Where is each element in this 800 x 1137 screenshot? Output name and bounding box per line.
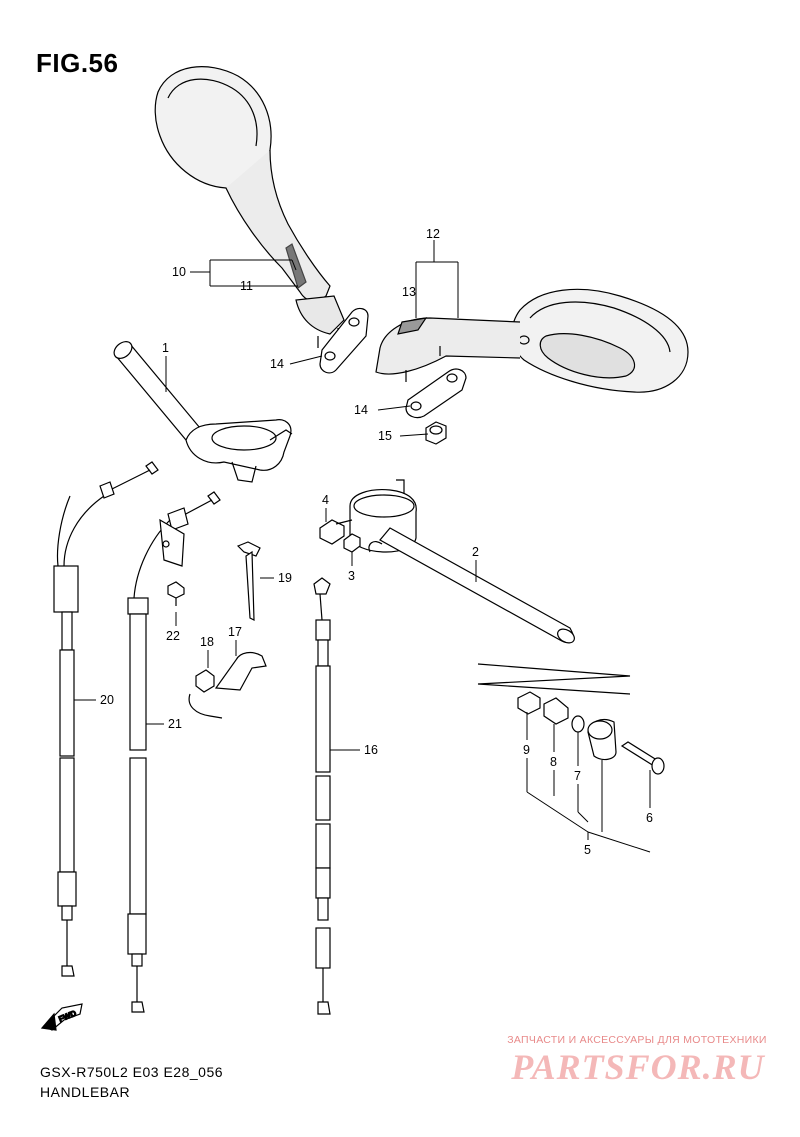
mirror-bracket-left	[319, 307, 369, 374]
washer-3	[343, 533, 361, 553]
washer-7	[571, 715, 585, 733]
callout-9: 9	[523, 743, 530, 757]
callout-15: 15	[378, 429, 392, 443]
callout-18: 18	[200, 635, 214, 649]
clutch-cable-16	[313, 577, 331, 1015]
bracket-17	[188, 651, 267, 719]
fwd-arrow-icon: FWD	[40, 1003, 83, 1031]
callout-7: 7	[574, 769, 581, 783]
callout-6: 6	[646, 811, 653, 825]
leader-lines	[74, 240, 651, 853]
throttle-cable-21	[127, 491, 221, 1013]
callout-4: 4	[322, 493, 329, 507]
callout-14a: 14	[270, 357, 284, 371]
callout-14b: 14	[354, 403, 368, 417]
callout-2: 2	[472, 545, 479, 559]
callout-12: 12	[426, 227, 440, 241]
cable-clamp-19	[236, 541, 261, 621]
callout-5: 5	[584, 843, 591, 857]
callout-22: 22	[166, 629, 180, 643]
callout-11: 11	[240, 279, 253, 293]
bar-end-nut-9	[517, 691, 541, 715]
spacer-8	[543, 697, 569, 725]
callout-19: 19	[278, 571, 292, 585]
callout-8: 8	[550, 755, 557, 769]
mirror-bracket-right	[405, 368, 467, 419]
model-code: GSX-R750L2 E03 E28_056	[40, 1064, 224, 1080]
watermark-caption: ЗАПЧАСТИ И АКСЕССУАРЫ ДЛЯ МОТОТЕХНИКИ	[507, 1034, 767, 1046]
bolt-22	[167, 581, 185, 606]
callout-1: 1	[162, 341, 169, 355]
callout-13: 13	[402, 285, 416, 299]
figure-title: FIG.56	[36, 48, 119, 78]
throttle-cable-20	[53, 461, 159, 977]
callout-10: 10	[172, 265, 186, 279]
callout-20: 20	[100, 693, 114, 707]
right-mirror	[375, 288, 689, 393]
bar-end-guide	[477, 663, 631, 695]
callout-17: 17	[228, 625, 242, 639]
left-handlebar	[113, 341, 293, 483]
watermark-brand: PARTSFOR.RU	[511, 1047, 765, 1087]
section-name: HANDLEBAR	[40, 1084, 131, 1100]
left-mirror	[154, 66, 345, 348]
callout-numbers: 1 2 3 4 5 6 7 8 9 10 11 12 13 14 14 15 1…	[100, 227, 653, 857]
callout-16: 16	[364, 743, 378, 757]
bolt-18	[195, 669, 215, 693]
callout-3: 3	[348, 569, 355, 583]
callout-21: 21	[168, 717, 182, 731]
bar-end-weight-5	[587, 719, 617, 761]
bolt-4	[319, 519, 353, 545]
right-handlebar	[349, 479, 575, 644]
screw-6	[620, 741, 665, 775]
nut-15	[425, 421, 447, 445]
